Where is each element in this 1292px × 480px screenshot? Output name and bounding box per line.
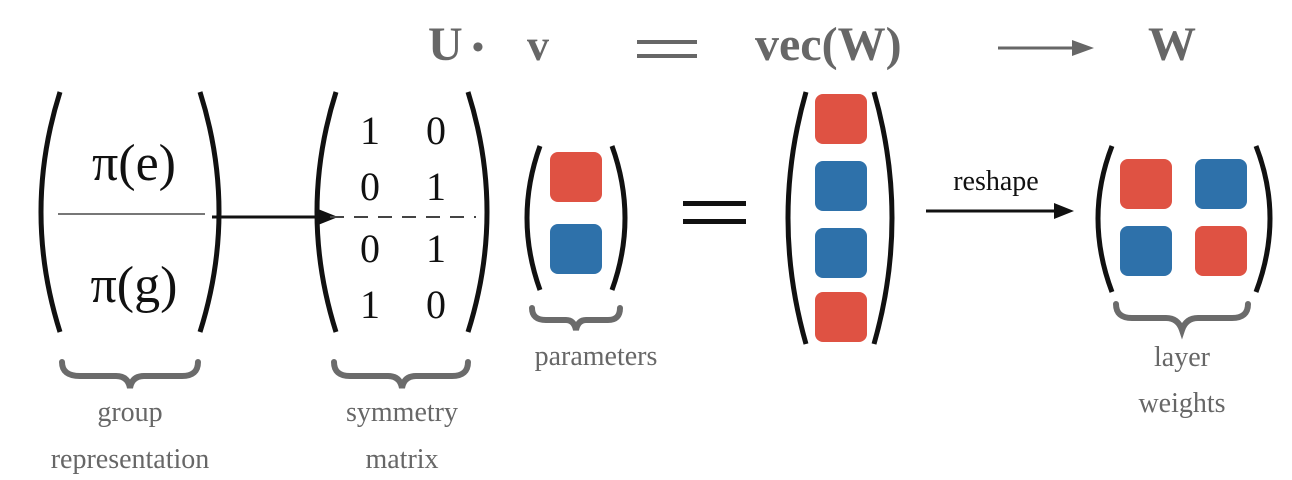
weight-cell [1195, 226, 1247, 276]
left-paren [38, 91, 63, 333]
vec-cell [815, 161, 867, 211]
vec-w-vector [785, 91, 895, 345]
right-paren [1253, 145, 1273, 293]
layer-weights-matrix: layer weights [1095, 145, 1273, 419]
matrix-cell: 0 [426, 282, 446, 327]
symmetry-caption-1: symmetry [346, 397, 458, 428]
header-equation: U • v vec(W) W [428, 18, 1196, 71]
vec-cell [815, 94, 867, 144]
weights-brace [1113, 301, 1251, 340]
vec-cell [815, 228, 867, 278]
matrix-cell: 0 [360, 164, 380, 209]
vec-w-symbol: vec(W) [755, 18, 902, 71]
matrix-cell: 0 [360, 226, 380, 271]
group-brace [59, 359, 201, 389]
parameter-cell [550, 224, 602, 274]
left-paren [1095, 145, 1115, 293]
weight-cell [1120, 226, 1172, 276]
matrix-cell: 1 [426, 164, 446, 209]
right-paren [609, 145, 628, 291]
left-paren [314, 91, 339, 333]
symmetry-caption-2: matrix [365, 444, 438, 475]
pi-g-label: π(g) [91, 257, 178, 314]
parameters-vector: parameters [524, 145, 658, 372]
left-paren [524, 145, 543, 291]
symmetry-brace [331, 359, 471, 389]
right-paren [197, 91, 222, 333]
dot-operator: • [472, 29, 484, 66]
group-caption-2: representation [51, 444, 210, 475]
weight-cell [1120, 159, 1172, 209]
header-arrow [998, 40, 1094, 56]
weights-caption-1: layer [1154, 342, 1211, 373]
group-caption-1: group [97, 397, 162, 428]
symmetry-matrix: 1 0 0 1 0 1 1 0 symmetry matrix [314, 91, 490, 475]
u-symbol: U [428, 18, 463, 71]
right-paren [465, 91, 490, 333]
rep-to-matrix-arrow [212, 209, 338, 225]
left-paren [785, 91, 809, 345]
parameters-brace [529, 305, 623, 331]
weights-caption-2: weights [1138, 388, 1225, 419]
v-symbol: v [527, 21, 549, 70]
matrix-cell: 0 [426, 108, 446, 153]
matrix-cell: 1 [360, 108, 380, 153]
matrix-cell: 1 [360, 282, 380, 327]
reshape-label: reshape [953, 166, 1039, 197]
equals-sign [683, 201, 746, 224]
vec-cell [815, 292, 867, 342]
pi-e-label: π(e) [92, 135, 176, 192]
weight-cell [1195, 159, 1247, 209]
parameter-cell [550, 152, 602, 202]
reshape-arrow: reshape [926, 166, 1074, 219]
equals-sign [637, 40, 697, 58]
parameters-caption: parameters [535, 341, 658, 372]
matrix-cell: 1 [426, 226, 446, 271]
right-paren [871, 91, 895, 345]
w-symbol: W [1148, 18, 1196, 71]
group-representation: π(e) π(g) group representation [38, 91, 222, 475]
